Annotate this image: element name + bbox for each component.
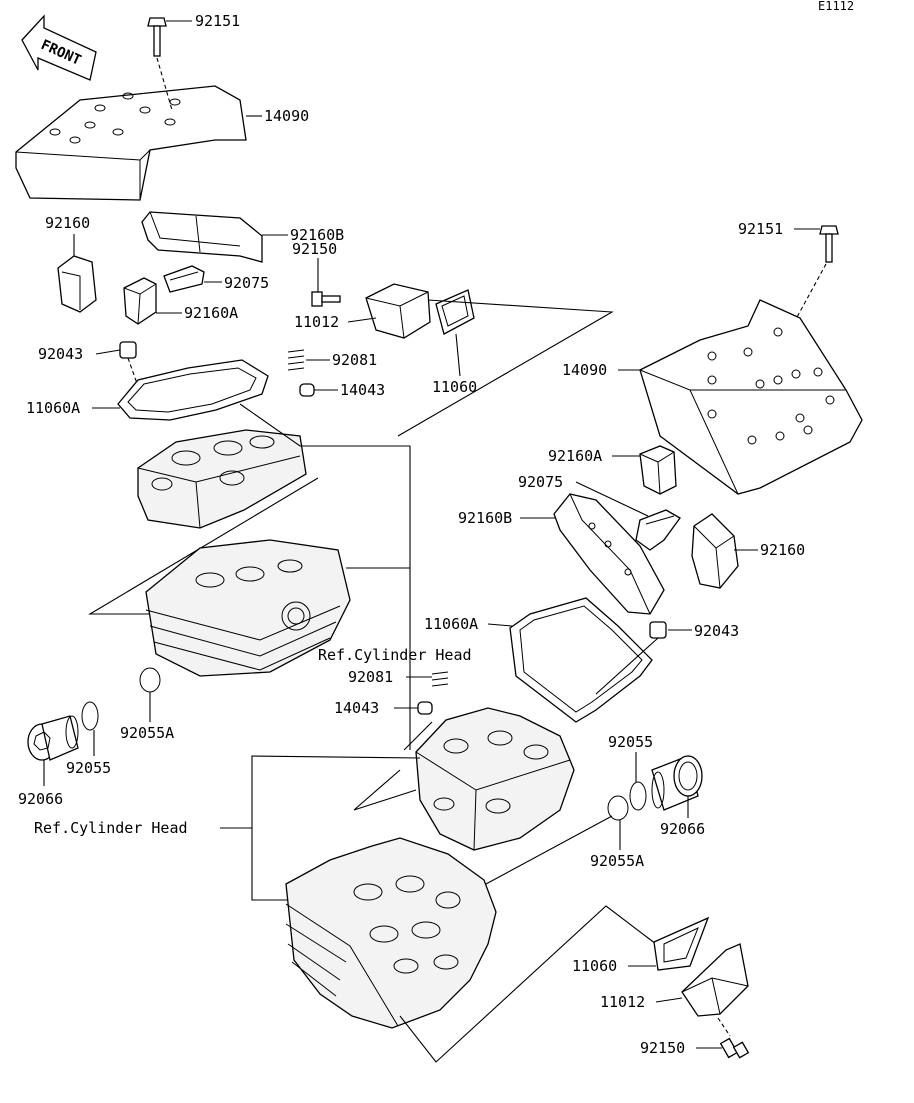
o-ring-92055A-left bbox=[139, 667, 161, 693]
callout-92066-left: 92066 bbox=[18, 790, 63, 808]
callout-92160A-right: 92160A bbox=[548, 447, 602, 465]
cylinder-head-front bbox=[285, 837, 497, 1029]
callout-92075-left: 92075 bbox=[224, 274, 269, 292]
cylinder-head-rear bbox=[145, 539, 351, 677]
callout-11060A-right: 11060A bbox=[424, 615, 478, 633]
o-ring-92055-left bbox=[81, 701, 99, 731]
o-ring-92055A-right bbox=[607, 795, 629, 821]
callout-92151-top-right: 92151 bbox=[738, 220, 783, 238]
part-92160B-left bbox=[141, 211, 263, 263]
gasket-11060-bottom bbox=[653, 916, 710, 971]
part-92160A-left bbox=[123, 277, 157, 325]
callout-11012-bottom: 11012 bbox=[600, 993, 645, 1011]
callout-14043-left: 14043 bbox=[340, 381, 385, 399]
part-92160A-right bbox=[639, 445, 677, 495]
ref-cylinder-head-upper: Ref.Cylinder Head bbox=[318, 646, 472, 664]
part-11012-left bbox=[365, 283, 431, 339]
o-ring-92055-right bbox=[629, 781, 647, 811]
bolt-92150-left bbox=[311, 291, 341, 307]
callout-92075-right: 92075 bbox=[518, 473, 563, 491]
callout-92150-left: 92150 bbox=[292, 240, 337, 258]
head-cover-rear bbox=[15, 85, 247, 201]
front-arrow-icon: FRONT bbox=[21, 14, 97, 81]
callout-92160B-right: 92160B bbox=[458, 509, 512, 527]
gasket-11060A-left bbox=[117, 359, 269, 421]
bolt-92150-bottom bbox=[717, 1017, 750, 1059]
plug-92066-right bbox=[651, 755, 703, 811]
part-14043-left bbox=[299, 383, 315, 397]
callout-92043-right: 92043 bbox=[694, 622, 739, 640]
part-92075-right bbox=[635, 509, 681, 551]
part-92043-right bbox=[595, 621, 667, 695]
callout-92160A-left: 92160A bbox=[184, 304, 238, 322]
callout-92160-left: 92160 bbox=[45, 214, 90, 232]
part-92160-left bbox=[57, 255, 97, 313]
callout-92081-left: 92081 bbox=[332, 351, 377, 369]
callout-92160-right: 92160 bbox=[760, 541, 805, 559]
callout-92081-middle: 92081 bbox=[348, 668, 393, 686]
callout-11060-bottom: 11060 bbox=[572, 957, 617, 975]
spring-92081-left bbox=[287, 349, 305, 371]
part-92075-left bbox=[163, 265, 205, 293]
camshaft-holder-front bbox=[415, 707, 575, 851]
callout-92150-bottom: 92150 bbox=[640, 1039, 685, 1057]
camshaft-holder-rear bbox=[137, 429, 307, 529]
callout-92151-top-left: 92151 bbox=[195, 12, 240, 30]
callout-92160B-left: 92160B bbox=[290, 226, 344, 244]
bolt-92151-top-right bbox=[789, 225, 839, 331]
part-11012-bottom bbox=[681, 943, 749, 1017]
bolt-92151-top-left bbox=[147, 17, 173, 111]
callout-92043-left: 92043 bbox=[38, 345, 83, 363]
callout-92055-right: 92055 bbox=[608, 733, 653, 751]
callout-92055A-left: 92055A bbox=[120, 724, 174, 742]
part-14043-middle bbox=[417, 701, 433, 715]
ref-cylinder-head-lower: Ref.Cylinder Head bbox=[34, 819, 188, 837]
callout-14090-top-right: 14090 bbox=[562, 361, 607, 379]
head-cover-front bbox=[639, 299, 863, 495]
part-92160-right bbox=[691, 513, 739, 589]
gasket-11060-left bbox=[435, 289, 475, 335]
part-92160B-right bbox=[553, 493, 665, 615]
spring-92081-middle bbox=[431, 671, 449, 687]
callout-14090-top-left: 14090 bbox=[264, 107, 309, 125]
gasket-11060A-right bbox=[509, 597, 653, 723]
diagram-code: E1112 bbox=[818, 0, 854, 13]
plug-92066-left bbox=[27, 715, 79, 761]
callout-11060A-left: 11060A bbox=[26, 399, 80, 417]
callout-92055-left: 92055 bbox=[66, 759, 111, 777]
callout-11060-left: 11060 bbox=[432, 378, 477, 396]
callout-92066-right: 92066 bbox=[660, 820, 705, 838]
callout-14043-middle: 14043 bbox=[334, 699, 379, 717]
callout-11012-left: 11012 bbox=[294, 313, 339, 331]
callout-92055A-right: 92055A bbox=[590, 852, 644, 870]
